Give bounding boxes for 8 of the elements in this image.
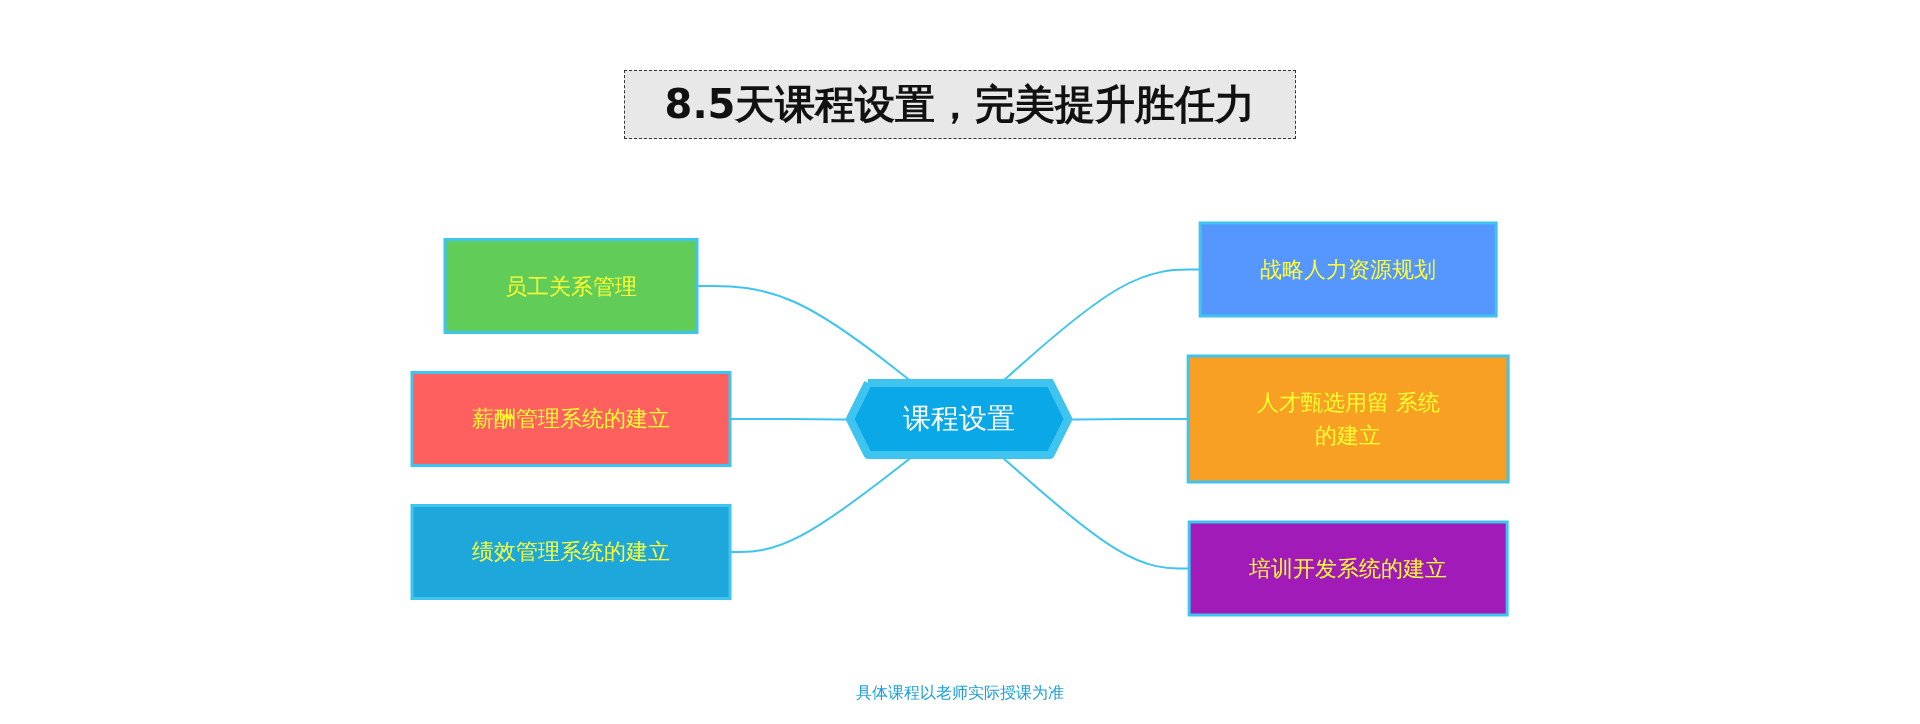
note-text: 具体课程以老师实际授课为准: [856, 683, 1064, 702]
node-box: 培训开发系统的建立: [1187, 520, 1509, 617]
title: 8.5天课程设置，完美提升胜任力: [623, 70, 1297, 139]
node-box: 战略人力资源规划: [1198, 221, 1498, 318]
node-box: 薪酬管理系统的建立: [410, 371, 732, 467]
node-box: 人才甄选用留 系统的建立: [1186, 354, 1510, 484]
node-box: 绩效管理系统的建立: [410, 504, 732, 600]
node-box: 员工关系管理: [443, 238, 699, 334]
